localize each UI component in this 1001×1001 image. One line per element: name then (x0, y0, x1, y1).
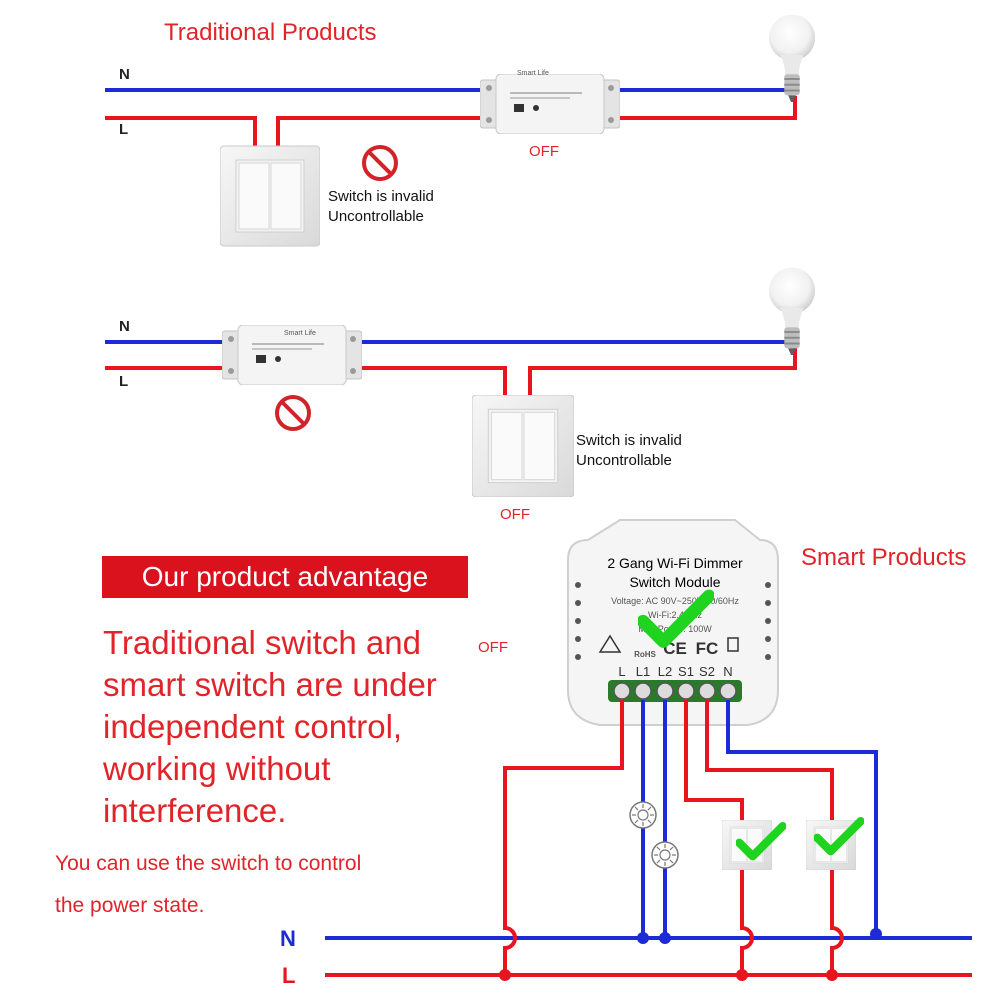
relay-brand-label: Smart Life (517, 70, 549, 77)
invalid-line-2: Uncontrollable (328, 208, 424, 225)
smart-products-title: Smart Products (801, 544, 967, 571)
live-label: L (119, 373, 129, 390)
invalid-line-1: Switch is invalid (328, 188, 434, 205)
advantage-text: Traditional switch and smart switch are … (103, 624, 437, 829)
live-wire (105, 348, 797, 398)
terminal-label: S2 (699, 664, 715, 679)
live-wire (105, 96, 797, 148)
neutral-label: N (119, 318, 130, 335)
invalid-line-1: Switch is invalid (576, 432, 682, 449)
terminal-label: N (723, 664, 732, 679)
cert-rohs: RoHS (634, 650, 656, 659)
module-title-line2: Switch Module (629, 574, 720, 590)
invalid-note: Switch is invalid Uncontrollable (328, 187, 434, 227)
advantage-banner: Our product advantage (102, 556, 468, 598)
terminal-label: L1 (636, 664, 650, 679)
switch-wire-s2 (705, 700, 844, 975)
lamp-symbol-icon (651, 841, 679, 869)
cert-fc: FC (696, 639, 719, 658)
status-off: OFF (500, 506, 530, 523)
invalid-line-2: Uncontrollable (576, 452, 672, 469)
weee-bin-icon (727, 637, 739, 652)
module-title-line1: 2 Gang Wi-Fi Dimmer (607, 555, 743, 571)
smart-relay-module (480, 74, 620, 134)
status-off: OFF (478, 639, 508, 656)
invalid-note: Switch is invalid Uncontrollable (576, 431, 682, 471)
live-feed (503, 700, 624, 975)
terminal-label: S1 (678, 664, 694, 679)
module-voltage: Voltage: AC 90V~250V 50/60Hz (611, 596, 739, 606)
status-off: OFF (529, 143, 559, 160)
wall-switch (220, 145, 320, 247)
advantage-subtext: You can use the switch to control the po… (55, 852, 362, 917)
neutral-bus-label: N (280, 926, 296, 951)
wall-switch (472, 395, 574, 497)
module-housing (567, 519, 779, 726)
relay-brand-label: Smart Life (284, 330, 316, 337)
live-label: L (119, 121, 129, 138)
live-bus-label: L (282, 963, 296, 988)
terminal-label: L2 (658, 664, 672, 679)
smart-diagram: 2 Gang Wi-Fi Dimmer Switch Module Voltag… (325, 519, 972, 981)
traditional-diagram-1 (105, 13, 816, 247)
prohibited-icon (275, 395, 311, 431)
neutral-feed (726, 700, 878, 938)
module-wifi: Wi-Fi:2.4GHz (648, 610, 703, 620)
lamp-symbol-icon (629, 801, 657, 829)
neutral-label: N (119, 66, 130, 83)
warning-icon (598, 634, 622, 653)
switch-wire-s1 (684, 700, 754, 975)
traditional-diagram-2 (105, 266, 816, 497)
terminal-label: L (618, 664, 625, 679)
traditional-products-title: Traditional Products (164, 19, 377, 46)
terminal-labels: L L1 L2 S1 S2 N (618, 664, 732, 679)
prohibited-icon (362, 145, 398, 181)
